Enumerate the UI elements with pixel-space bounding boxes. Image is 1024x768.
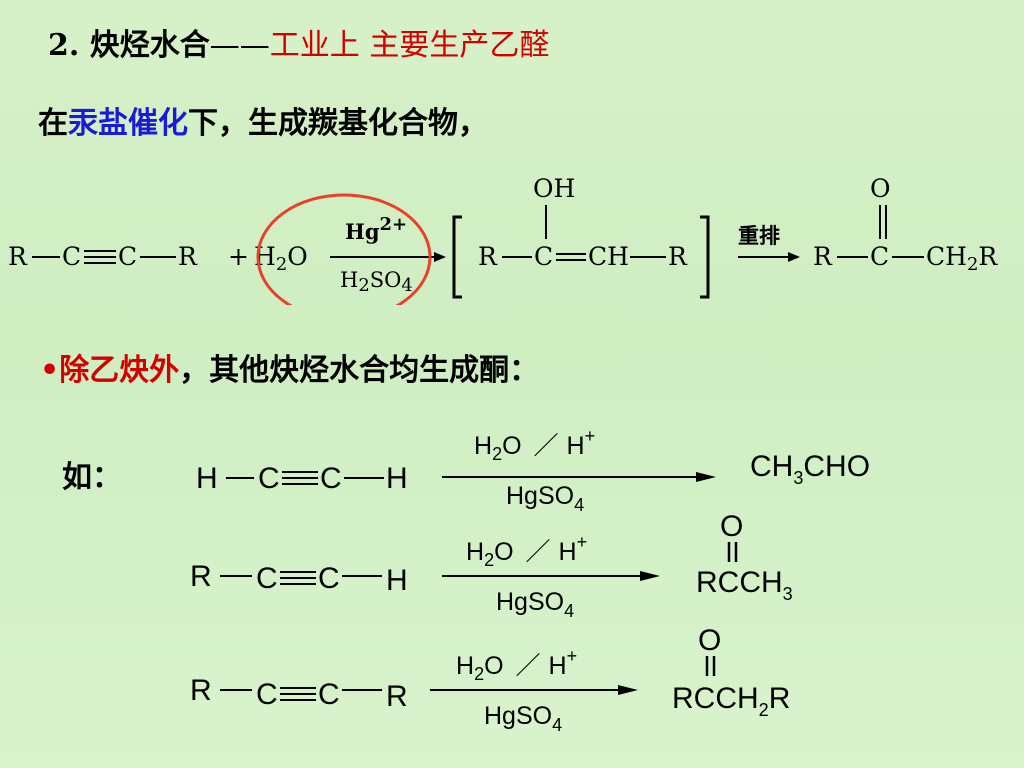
ex3-right: R bbox=[386, 680, 408, 713]
ex2-product-o: O bbox=[720, 510, 743, 543]
note-highlight: 除乙炔外 bbox=[59, 353, 180, 388]
mech-c1: C bbox=[62, 242, 81, 271]
subtitle-post: 下，生成羰基化合物， bbox=[188, 106, 488, 141]
examples-scheme: H C C H H2O／H+ HgSO4 CH3CHO R C C H H2O／… bbox=[190, 426, 870, 735]
ex2-left: R bbox=[190, 560, 212, 593]
ex2-right: H bbox=[386, 564, 408, 597]
mech-water: H2O bbox=[254, 242, 308, 275]
right-bracket bbox=[700, 215, 710, 299]
ex3-cond-top: H2O／H+ bbox=[456, 646, 577, 684]
ex2-arrow-head bbox=[640, 571, 660, 581]
ex3-left: R bbox=[190, 674, 212, 707]
mech-cond-catalyst: Hg2+ bbox=[345, 214, 407, 244]
examples-label: 如： bbox=[62, 460, 122, 495]
prod-o: O bbox=[870, 174, 891, 203]
ex3-c1: C bbox=[256, 678, 278, 711]
ex1-cond-top: H2O／H+ bbox=[474, 426, 595, 464]
ex1-right: H bbox=[386, 462, 408, 495]
left-bracket bbox=[452, 215, 462, 299]
enol-ch: CH bbox=[588, 242, 629, 271]
subtitle-catalyst: 汞盐催化 bbox=[68, 106, 188, 141]
highlight-ellipse bbox=[256, 193, 432, 305]
ex1-product: CH3CHO bbox=[750, 450, 870, 488]
ex2-cond-bottom: HgSO4 bbox=[496, 588, 574, 621]
prod-r1: R bbox=[813, 242, 833, 271]
enol-c: C bbox=[534, 242, 553, 271]
enol-r1: R bbox=[478, 242, 498, 271]
ex3-cond-bottom: HgSO4 bbox=[484, 702, 562, 735]
title-dash: —— bbox=[209, 28, 270, 63]
title-highlight: 工业上 主要生产乙醛 bbox=[269, 28, 550, 63]
mech-r1: R bbox=[8, 242, 28, 271]
ex3-product: RCCH2R bbox=[672, 682, 790, 720]
mech-plus: + bbox=[228, 242, 249, 271]
prod-ch2r: CH2R bbox=[926, 242, 998, 275]
prod-c: C bbox=[870, 242, 889, 271]
mech-arrow-1-head bbox=[434, 252, 446, 262]
page-title: 2. 炔烃水合——工业上 主要生产乙醛 bbox=[48, 20, 549, 64]
rearrange-label: 重排 bbox=[738, 223, 780, 248]
hydration-mechanism-scheme: R C C R + H2O Hg2+ H2SO4 OH R C CH R 重排 … bbox=[8, 174, 998, 305]
example-acetylene: H C C H H2O／H+ HgSO4 CH3CHO bbox=[196, 426, 870, 515]
ex2-c1: C bbox=[256, 562, 278, 595]
title-number: 2. bbox=[48, 28, 80, 63]
ex1-cond-bottom: HgSO4 bbox=[506, 482, 584, 515]
example-terminal-alkyne: R C C H H2O／H+ HgSO4 O RCCH3 bbox=[190, 510, 793, 621]
note-bullet: • bbox=[40, 353, 60, 388]
ex1-arrow-head bbox=[696, 472, 716, 482]
ex1-c2: C bbox=[320, 462, 342, 495]
ex2-cond-top: H2O／H+ bbox=[466, 532, 587, 570]
ex1-left: H bbox=[196, 462, 218, 495]
ex2-product: RCCH3 bbox=[696, 566, 793, 604]
mech-c2: C bbox=[118, 242, 137, 271]
mech-cond-acid: H2SO4 bbox=[340, 268, 413, 296]
ex3-c2: C bbox=[318, 678, 340, 711]
mech-r2: R bbox=[178, 242, 198, 271]
note-line: •除乙炔外，其他炔烃水合均生成酮： bbox=[40, 345, 539, 389]
ex2-c2: C bbox=[318, 562, 340, 595]
note-rest: ，其他炔烃水合均生成酮： bbox=[179, 353, 540, 388]
example-internal-alkyne: R C C R H2O／H+ HgSO4 O RCCH2R bbox=[190, 624, 790, 735]
enol-r2: R bbox=[668, 242, 688, 271]
subtitle: 在汞盐催化下，生成羰基化合物， bbox=[38, 98, 488, 142]
mech-arrow-2-head bbox=[788, 252, 800, 262]
ex3-arrow-head bbox=[618, 685, 638, 695]
subtitle-pre: 在 bbox=[38, 106, 68, 141]
ex3-product-o: O bbox=[698, 624, 721, 657]
enol-oh: OH bbox=[533, 174, 575, 203]
title-main: 炔烃水合 bbox=[89, 28, 210, 63]
ex1-c1: C bbox=[258, 462, 280, 495]
